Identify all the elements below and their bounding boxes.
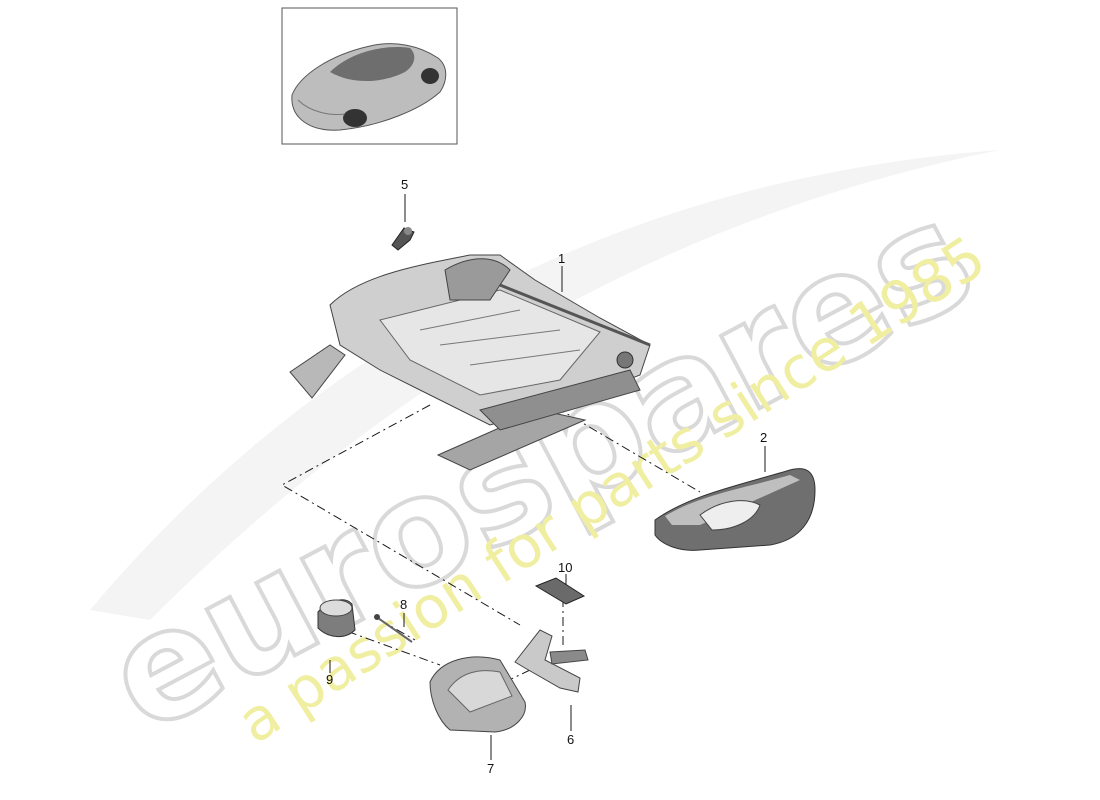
callout-7[interactable]: 7 [487,761,494,776]
thumbnail[interactable] [281,7,458,145]
watermark-swoosh [90,150,1000,620]
screw-icon [374,614,413,643]
trim-ring-icon [317,599,356,637]
callout-6[interactable]: 6 [567,732,574,747]
callout-2[interactable]: 2 [760,430,767,445]
mounting-bracket-icon [514,629,589,693]
seat-frame-icon [289,254,651,471]
car-coupe-icon [291,43,447,131]
callout-1[interactable]: 1 [558,251,565,266]
callout-5[interactable]: 5 [401,177,408,192]
callouts: 1 2 5 6 7 8 9 10 [326,177,767,776]
pad-icon [534,577,586,605]
callout-8[interactable]: 8 [400,597,407,612]
side-trim-panel-icon [654,468,816,551]
cover-icon [429,656,526,733]
leader-lines [329,194,766,760]
callout-10[interactable]: 10 [558,560,572,575]
clip-icon [391,227,415,251]
callout-9[interactable]: 9 [326,672,333,687]
